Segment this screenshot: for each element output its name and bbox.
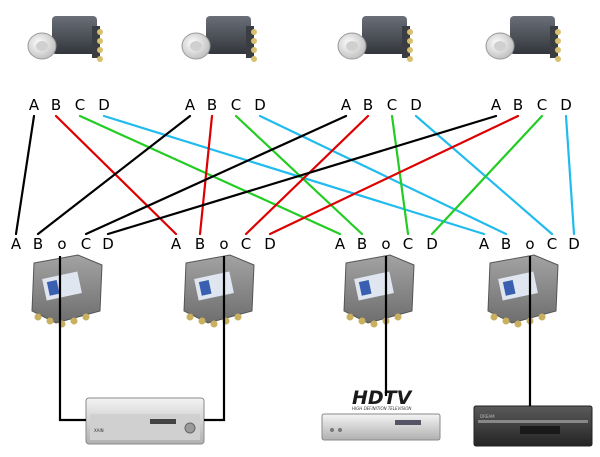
connection-cable	[78, 114, 342, 236]
connection-cable	[390, 114, 410, 236]
connection-cable	[106, 114, 498, 236]
connection-cable	[14, 114, 36, 236]
switch-output-label: o	[57, 235, 66, 253]
switch-port-label: A	[479, 235, 490, 253]
connection-cable	[36, 114, 192, 236]
lnb-device	[485, 16, 561, 62]
lnb-device	[337, 16, 413, 62]
diseqc-switch-device	[183, 254, 255, 328]
lnb-port-label: B	[51, 96, 61, 114]
output-cable	[204, 256, 226, 422]
connection-cable	[564, 114, 576, 236]
switch-port-label: D	[264, 235, 276, 253]
switch-port-label: B	[501, 235, 511, 253]
switch-port-label: A	[11, 235, 22, 253]
switch-port-label: A	[171, 235, 182, 253]
lnb-port-label: D	[560, 96, 572, 114]
diseqc-switch-device	[31, 254, 103, 328]
lnb-port-label: B	[207, 96, 217, 114]
receiver-hdtv: HDTV HIGH DEFINITION TELEVISION	[321, 387, 441, 441]
switch-port-label: B	[357, 235, 367, 253]
lnb-port-label: D	[254, 96, 266, 114]
lnb-port-label: C	[231, 96, 241, 114]
connection-cable	[268, 114, 520, 236]
lnb-port-label: D	[98, 96, 110, 114]
switch-port-label: C	[403, 235, 413, 253]
hdtv-logo: HDTV	[352, 387, 413, 409]
switch-port-label: D	[426, 235, 438, 253]
lnb-group	[27, 16, 561, 62]
diseqc-switch-device	[487, 254, 559, 328]
lnb-device	[181, 16, 257, 62]
lnb-port-label: A	[491, 96, 502, 114]
lnb-port-label: A	[341, 96, 352, 114]
connection-cable	[244, 114, 370, 236]
connection-cable	[102, 114, 486, 236]
connection-cable	[84, 114, 348, 236]
switch-port-label: C	[547, 235, 557, 253]
hdtv-logo-subtitle: HIGH DEFINITION TELEVISION	[352, 406, 411, 411]
lnb-port-label: C	[537, 96, 547, 114]
switch-output-label: o	[381, 235, 390, 253]
switch-port-label: C	[81, 235, 91, 253]
switch-output-label: o	[525, 235, 534, 253]
switch-port-label: D	[568, 235, 580, 253]
lnb-port-label: C	[387, 96, 397, 114]
output-cable	[58, 256, 86, 422]
switch-port-label: B	[195, 235, 205, 253]
connection-cable	[430, 114, 544, 236]
connection-cable	[414, 114, 554, 236]
receiver-dreambox: DREAM	[473, 405, 593, 447]
connection-layer	[14, 114, 576, 236]
switch-port-label: A	[335, 235, 346, 253]
receiver-brand-label: XAIN	[94, 428, 104, 433]
connection-cable	[198, 114, 214, 236]
lnb-port-label: B	[363, 96, 373, 114]
switch-port-label: C	[241, 235, 251, 253]
lnb-port-label: A	[185, 96, 196, 114]
receiver-slim: XAIN	[85, 397, 205, 445]
connection-cable	[54, 114, 178, 236]
switch-port-label: B	[33, 235, 43, 253]
switch-port-label: D	[102, 235, 114, 253]
lnb-port-label: D	[410, 96, 422, 114]
diseqc-switch-group	[31, 254, 559, 328]
receiver-brand-label: DREAM	[480, 414, 495, 419]
diseqc-switch-device	[343, 254, 415, 328]
lnb-device	[27, 16, 103, 62]
switch-output-label: o	[219, 235, 228, 253]
lnb-port-label: C	[75, 96, 85, 114]
output-cable-layer	[58, 256, 532, 422]
lnb-port-label: A	[29, 96, 40, 114]
lnb-port-label: B	[513, 96, 523, 114]
